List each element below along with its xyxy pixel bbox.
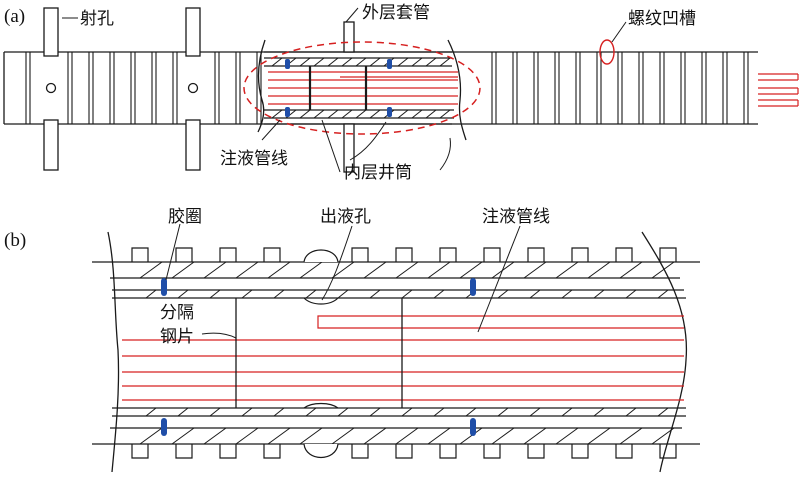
cutaway-section — [243, 21, 481, 173]
panel-a: (a) — [3, 3, 799, 183]
leader-lines-a — [62, 7, 627, 173]
label-injection-line-a: 注液管线 — [220, 149, 288, 169]
label-spacer-line1: 分隔 — [160, 303, 194, 323]
thread-grooves — [25, 52, 749, 124]
perforation-collars — [43, 7, 201, 171]
label-inner-wellbore: 内层井筒 — [344, 163, 412, 183]
leader-lines-b — [165, 223, 521, 339]
panel-a-tag: (a) — [4, 6, 25, 27]
highlight-ellipse — [243, 41, 481, 135]
label-rubber-ring: 胶圈 — [168, 207, 202, 227]
label-spacer-line2: 钢片 — [160, 327, 194, 347]
label-injection-line-b: 注液管线 — [482, 207, 550, 227]
label-outer-casing: 外层套管 — [362, 3, 430, 23]
thread-groove-marker — [599, 39, 615, 65]
panel-b-tag: (b) — [4, 230, 26, 251]
rubber-rings-b — [161, 278, 476, 436]
tubing-ends — [758, 73, 799, 107]
rubber-rings-a — [285, 59, 392, 117]
injection-lines — [268, 71, 458, 105]
label-thread-groove: 螺纹凹槽 — [628, 9, 696, 29]
panel-b: (b) — [4, 207, 700, 473]
injection-lines-b — [122, 315, 684, 401]
label-outlet-hole: 出液孔 — [320, 207, 371, 227]
label-perforation: 射孔 — [80, 9, 114, 29]
